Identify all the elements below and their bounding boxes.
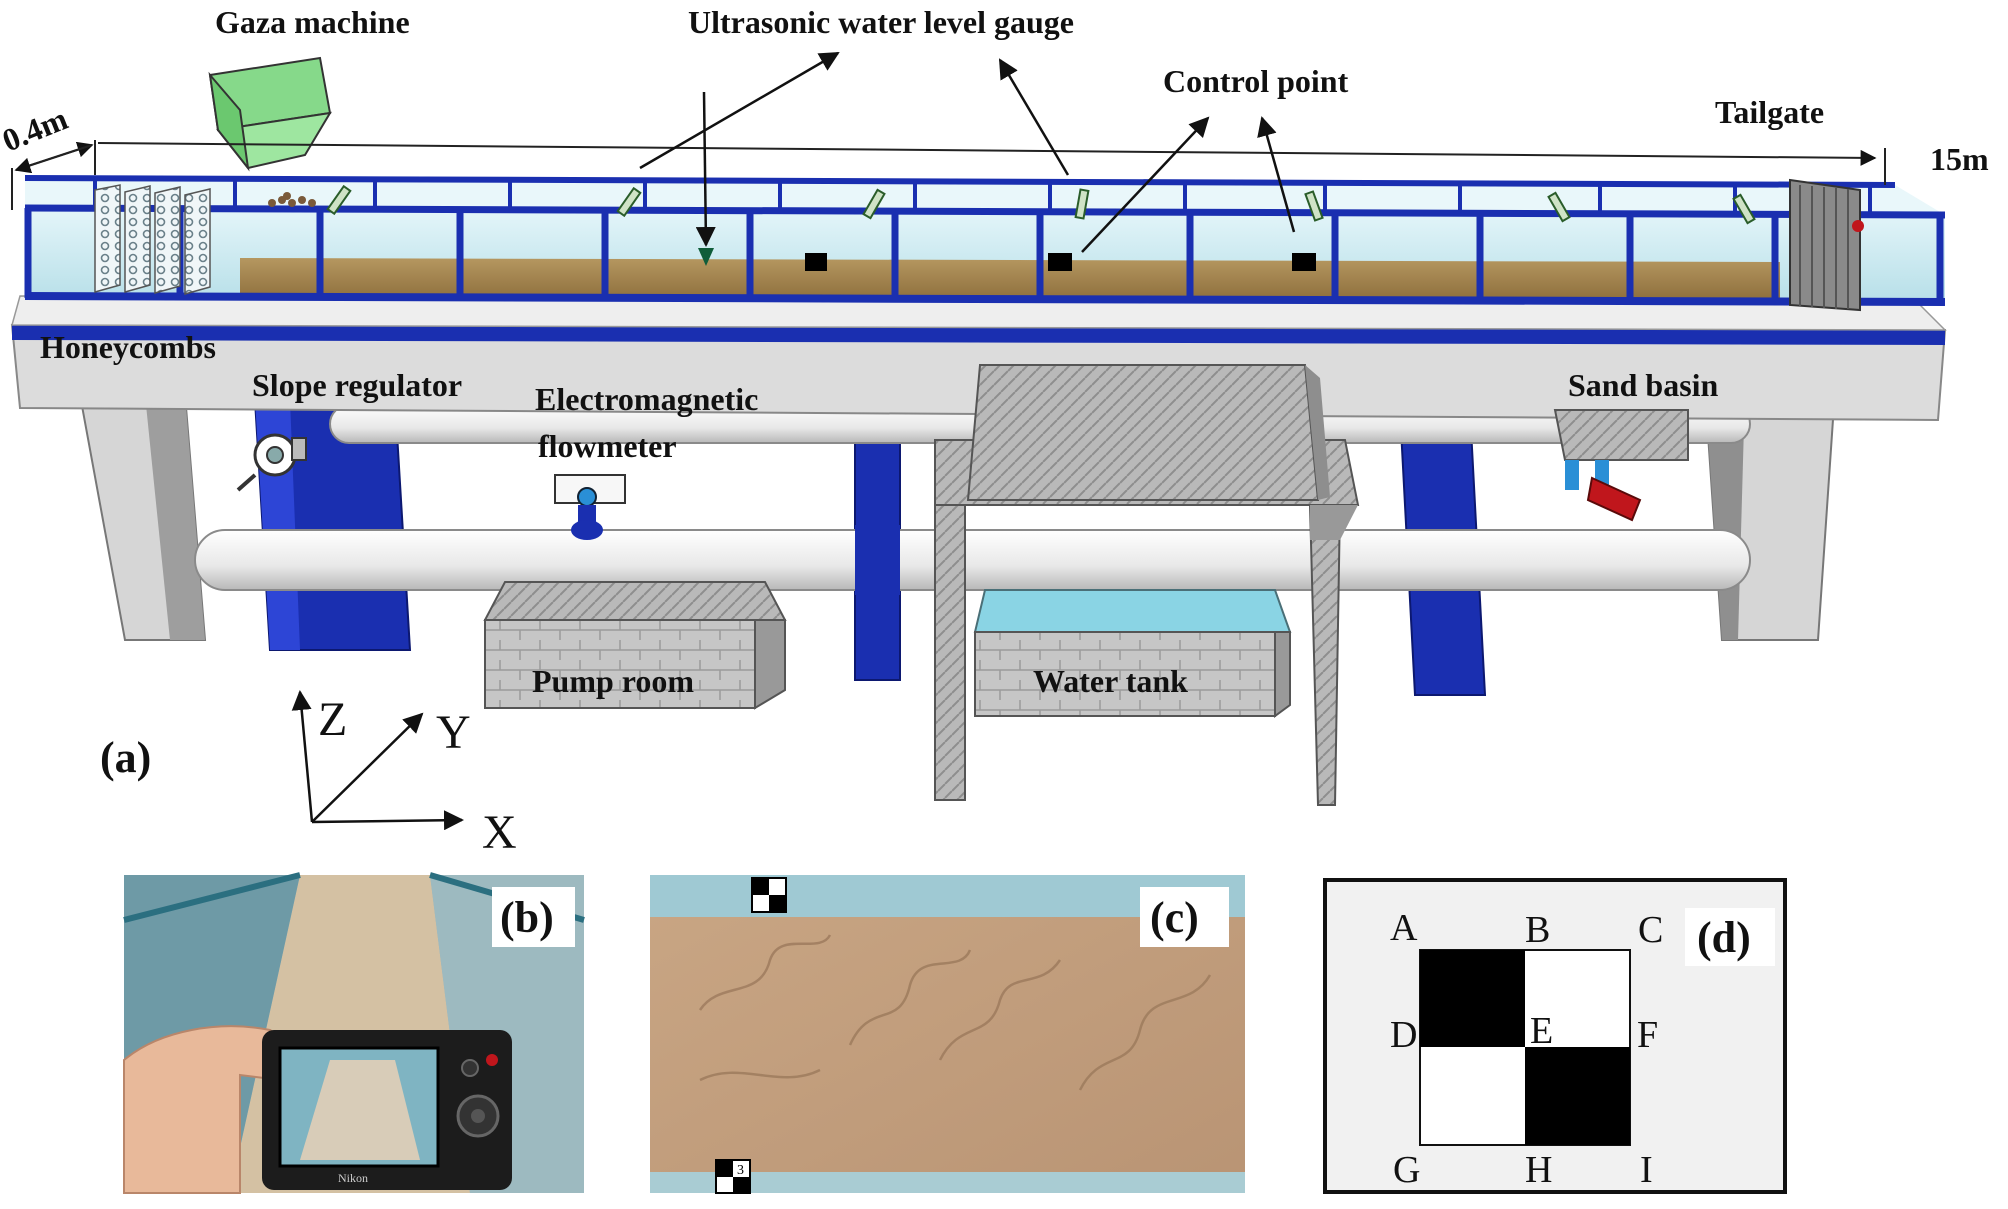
axis-label-y: Y bbox=[436, 706, 471, 759]
point-f: F bbox=[1637, 1014, 1658, 1056]
tank-stand bbox=[934, 364, 1360, 806]
label-flowmeter-line1: Electromagnetic bbox=[535, 381, 758, 417]
honeycomb-panels bbox=[94, 184, 211, 295]
checker-black-top bbox=[1420, 950, 1525, 1047]
supply-pipe bbox=[194, 525, 1751, 595]
sand-bed bbox=[240, 258, 1780, 302]
label-width: 0.4m bbox=[0, 100, 73, 158]
water-tank bbox=[973, 589, 1292, 718]
panel-d: A B C D E F G H I (d) bbox=[1323, 878, 1787, 1194]
label-honeycombs: Honeycombs bbox=[40, 329, 216, 365]
label-slope-regulator: Slope regulator bbox=[252, 367, 462, 403]
point-i: I bbox=[1640, 1149, 1653, 1191]
point-a: A bbox=[1390, 907, 1418, 949]
ripple-lines bbox=[698, 934, 1212, 1091]
dimension-lines bbox=[11, 140, 1886, 210]
label-control-point: Control point bbox=[1163, 63, 1349, 99]
label-gaza-machine: Gaza machine bbox=[215, 4, 410, 40]
label-sand-basin: Sand basin bbox=[1568, 367, 1719, 403]
tailgate bbox=[1789, 178, 1864, 312]
scale-marker-bottom: 3 bbox=[715, 1159, 751, 1194]
label-length: 15m bbox=[1930, 141, 1989, 177]
flume-beam bbox=[10, 295, 1947, 422]
flume-channel bbox=[24, 175, 1946, 306]
panel-label-a: (a) bbox=[100, 733, 151, 782]
label-flowmeter-line2: flowmeter bbox=[538, 428, 677, 464]
point-e: E bbox=[1530, 1010, 1553, 1052]
gauge-marker bbox=[698, 248, 714, 266]
point-d: D bbox=[1390, 1014, 1417, 1056]
control-point-markers bbox=[805, 253, 1316, 271]
label-tailgate: Tailgate bbox=[1715, 94, 1824, 130]
ultrasonic-gauges bbox=[326, 184, 1756, 225]
panel-c: 4 3 (c) bbox=[650, 875, 1245, 1194]
annotation-arrows bbox=[639, 51, 1296, 253]
camera: Nikon bbox=[262, 1030, 512, 1190]
label-water-tank: Water tank bbox=[1033, 663, 1188, 699]
label-pump-room: Pump room bbox=[532, 663, 694, 699]
gaza-machine bbox=[208, 56, 332, 172]
panel-label-c: (c) bbox=[1150, 893, 1199, 942]
axis-label-z: Z bbox=[318, 693, 347, 746]
checker-black-bottom bbox=[1525, 1047, 1630, 1145]
point-c: C bbox=[1638, 909, 1663, 951]
support-legs bbox=[78, 389, 1837, 641]
sediment-pile bbox=[268, 192, 316, 207]
label-ultrasonic-gauge: Ultrasonic water level gauge bbox=[688, 4, 1074, 40]
sand-basin bbox=[1553, 409, 1689, 522]
coordinate-axes bbox=[291, 690, 464, 831]
electromagnetic-flowmeter bbox=[554, 474, 626, 540]
panel-a: Gaza machine Ultrasonic water level gaug… bbox=[0, 4, 1989, 859]
panel-label-d: (d) bbox=[1697, 913, 1751, 962]
slope-regulator-wheel bbox=[236, 433, 307, 492]
scale-marker-top: 4 bbox=[751, 877, 787, 913]
hand bbox=[123, 1025, 302, 1194]
point-b: B bbox=[1525, 909, 1550, 951]
marker-top-number: 4 bbox=[770, 882, 777, 897]
marker-bottom-number: 3 bbox=[737, 1163, 744, 1178]
axis-label-x: X bbox=[482, 806, 517, 859]
point-g: G bbox=[1393, 1149, 1420, 1191]
point-h: H bbox=[1525, 1149, 1552, 1191]
panel-label-b: (b) bbox=[500, 893, 554, 942]
pump-room bbox=[483, 581, 787, 710]
panel-b: Nikon (b) bbox=[123, 872, 585, 1194]
camera-brand: Nikon bbox=[338, 1171, 368, 1185]
